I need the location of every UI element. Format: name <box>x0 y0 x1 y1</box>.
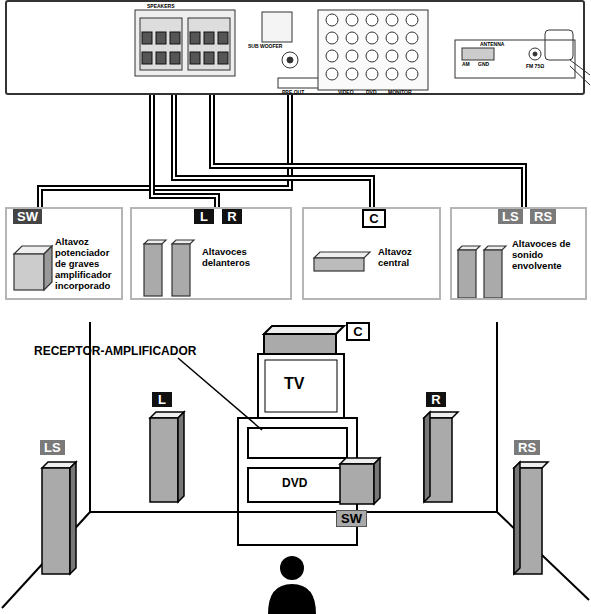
jack <box>406 68 418 80</box>
part-label: TV <box>284 375 304 393</box>
speaker-box: C Altavoz central <box>302 207 441 300</box>
node-label: Altavoz central <box>378 247 438 269</box>
speaker-tag: SW <box>336 510 367 527</box>
jack <box>326 14 338 26</box>
speaker-box: SW Altavoz potenciador de graves amplific… <box>5 207 123 300</box>
node-label: Altavoces delanteros <box>202 247 288 269</box>
cable-inner <box>174 95 372 207</box>
terminal <box>170 32 180 44</box>
jack <box>406 14 418 26</box>
room <box>2 322 589 608</box>
terminal <box>218 52 228 64</box>
room-speakers <box>42 412 548 574</box>
speaker-tag: RS <box>514 440 540 455</box>
part-label: DVD <box>366 90 377 96</box>
speaker-cable <box>212 95 524 207</box>
terminal <box>190 32 200 44</box>
jack <box>346 32 358 44</box>
jack <box>386 68 398 80</box>
speaker-tag: R <box>222 209 242 224</box>
speaker-tag: R <box>426 392 446 407</box>
speaker-tag: SW <box>13 209 42 224</box>
speaker-tag: L <box>194 209 214 224</box>
terminal <box>204 32 214 44</box>
cable-outer <box>40 95 290 207</box>
speaker-tag: C <box>362 209 386 228</box>
terminal <box>170 52 180 64</box>
receiver-rear-panel: SPEAKERS <box>5 0 585 95</box>
part-label: VIDEO <box>338 90 354 96</box>
jack <box>366 14 378 26</box>
jack <box>346 14 358 26</box>
jack <box>366 32 378 44</box>
part-label: DVD <box>282 477 307 491</box>
speaker-tag: LS <box>498 209 523 224</box>
node-label: SPEAKERS <box>147 4 175 10</box>
jack <box>406 50 418 62</box>
part-label: ANTENNA <box>480 42 504 48</box>
speaker-box: LR Altavoces delanteros <box>130 207 292 300</box>
terminal <box>142 52 152 64</box>
speaker-cable <box>174 95 372 207</box>
speaker-tag: C <box>346 322 370 341</box>
terminal <box>204 52 214 64</box>
node-label: Altavoz potenciador de graves amplificad… <box>55 237 121 292</box>
listener <box>268 556 316 614</box>
node-label: Altavoces de sonido envolvente <box>512 239 584 272</box>
jack <box>346 68 358 80</box>
jack <box>386 32 398 44</box>
terminal <box>156 52 166 64</box>
jack <box>366 68 378 80</box>
speaker-cable <box>40 95 290 207</box>
jack <box>346 50 358 62</box>
cable-outer <box>174 95 372 207</box>
leader-line <box>178 358 262 430</box>
part-label: MONITOR <box>388 90 412 96</box>
part-label: FM 75Ω <box>526 64 544 70</box>
cable-inner <box>212 95 524 207</box>
speaker-tag: RS <box>530 209 556 224</box>
terminal <box>142 32 152 44</box>
speaker-box: LS RS Altavoces de sonido envolvente <box>450 207 587 300</box>
jack <box>366 50 378 62</box>
cable-inner <box>40 95 290 207</box>
cable-outer <box>152 95 217 207</box>
jack <box>386 14 398 26</box>
part-label: PRE OUT <box>282 90 304 96</box>
speaker-tag: L <box>152 392 172 407</box>
terminal <box>156 32 166 44</box>
jack <box>386 50 398 62</box>
jack <box>406 32 418 44</box>
rear-panel <box>135 10 590 90</box>
part-label: SUB WOOFER <box>248 44 282 50</box>
jack <box>326 68 338 80</box>
terminal <box>190 52 200 64</box>
part-label: GND <box>478 62 489 68</box>
speaker-cable <box>152 95 217 207</box>
terminal <box>218 32 228 44</box>
cable-inner <box>152 95 217 207</box>
cable-outer <box>212 95 524 207</box>
speaker-terminals <box>142 32 228 64</box>
part-label: RECEPTOR-AMPLIFICADOR <box>34 345 196 359</box>
jack <box>326 32 338 44</box>
jack <box>326 50 338 62</box>
speaker-tag: LS <box>40 440 65 455</box>
part-label: AM <box>462 62 470 68</box>
jack-row <box>326 14 418 80</box>
